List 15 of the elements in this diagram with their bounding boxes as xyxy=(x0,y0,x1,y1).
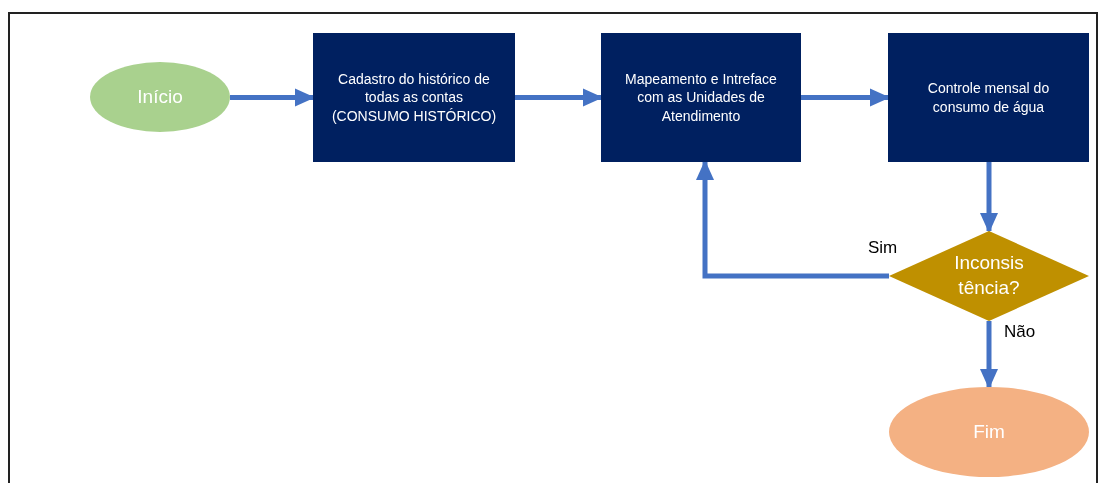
node-text: Mapeamento e Intreface com as Unidades de Atendimento xyxy=(624,70,778,125)
arrow xyxy=(980,162,998,233)
arrow xyxy=(515,88,603,107)
arrow xyxy=(980,321,998,389)
node-text: Início xyxy=(137,84,183,109)
decision-text: Inconsis tência? xyxy=(953,251,1025,300)
arrow xyxy=(801,88,890,107)
process-box xyxy=(313,33,515,162)
node-text: Cadastro do histórico de todas as contas (CONSUMO HISTÓRICO) xyxy=(330,70,498,125)
process-box xyxy=(601,33,801,162)
node-text: Controle mensal do consumo de água xyxy=(926,79,1051,116)
arrow xyxy=(230,88,315,107)
process-box xyxy=(888,33,1089,162)
arrow xyxy=(696,160,889,279)
node-text: Fim xyxy=(973,419,1005,444)
